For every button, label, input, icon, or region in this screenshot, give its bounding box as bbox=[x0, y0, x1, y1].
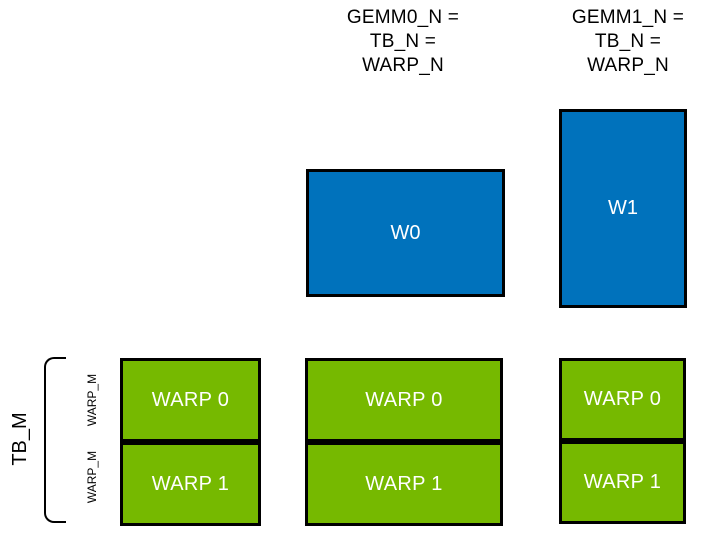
warp-cell: WARP 1 bbox=[120, 442, 261, 526]
warp-m-label-bottom: WARP_M bbox=[85, 450, 99, 504]
thread-block-tile-left: WARP 0 WARP 1 bbox=[120, 358, 261, 526]
warp-cell: WARP 0 bbox=[305, 358, 503, 442]
tb-n-line: TB_N = bbox=[369, 31, 437, 52]
warp-n-line: WARP_N bbox=[587, 55, 669, 76]
thread-block-tile-right: WARP 0 WARP 1 bbox=[559, 358, 686, 524]
gemm1-n-line: GEMM1_N = bbox=[571, 7, 685, 28]
warp-cell: WARP 0 bbox=[120, 358, 261, 442]
thread-block-tile-middle: WARP 0 WARP 1 bbox=[305, 358, 503, 526]
gemm1-n-header-label: GEMM1_N = TB_N = WARP_N bbox=[533, 6, 720, 78]
warp-tile-w0: W0 bbox=[306, 169, 505, 297]
warp-m-label-top: WARP_M bbox=[85, 373, 99, 427]
tb-m-label: TB_M bbox=[9, 412, 31, 466]
warp-tile-w1-label: W1 bbox=[608, 197, 638, 219]
warp-tile-w0-label: W0 bbox=[390, 221, 421, 244]
warp-cell: WARP 0 bbox=[559, 358, 686, 441]
tb-m-bracket bbox=[44, 357, 66, 523]
warp-tile-w1: W1 bbox=[559, 109, 687, 308]
warp-cell: WARP 1 bbox=[305, 442, 503, 526]
tb-n-line: TB_N = bbox=[594, 31, 662, 52]
warp-cell: WARP 1 bbox=[559, 441, 686, 524]
warp-n-line: WARP_N bbox=[362, 55, 444, 76]
gemm0-n-header-label: GEMM0_N = TB_N = WARP_N bbox=[308, 6, 498, 78]
gemm0-n-line: GEMM0_N = bbox=[346, 7, 460, 28]
